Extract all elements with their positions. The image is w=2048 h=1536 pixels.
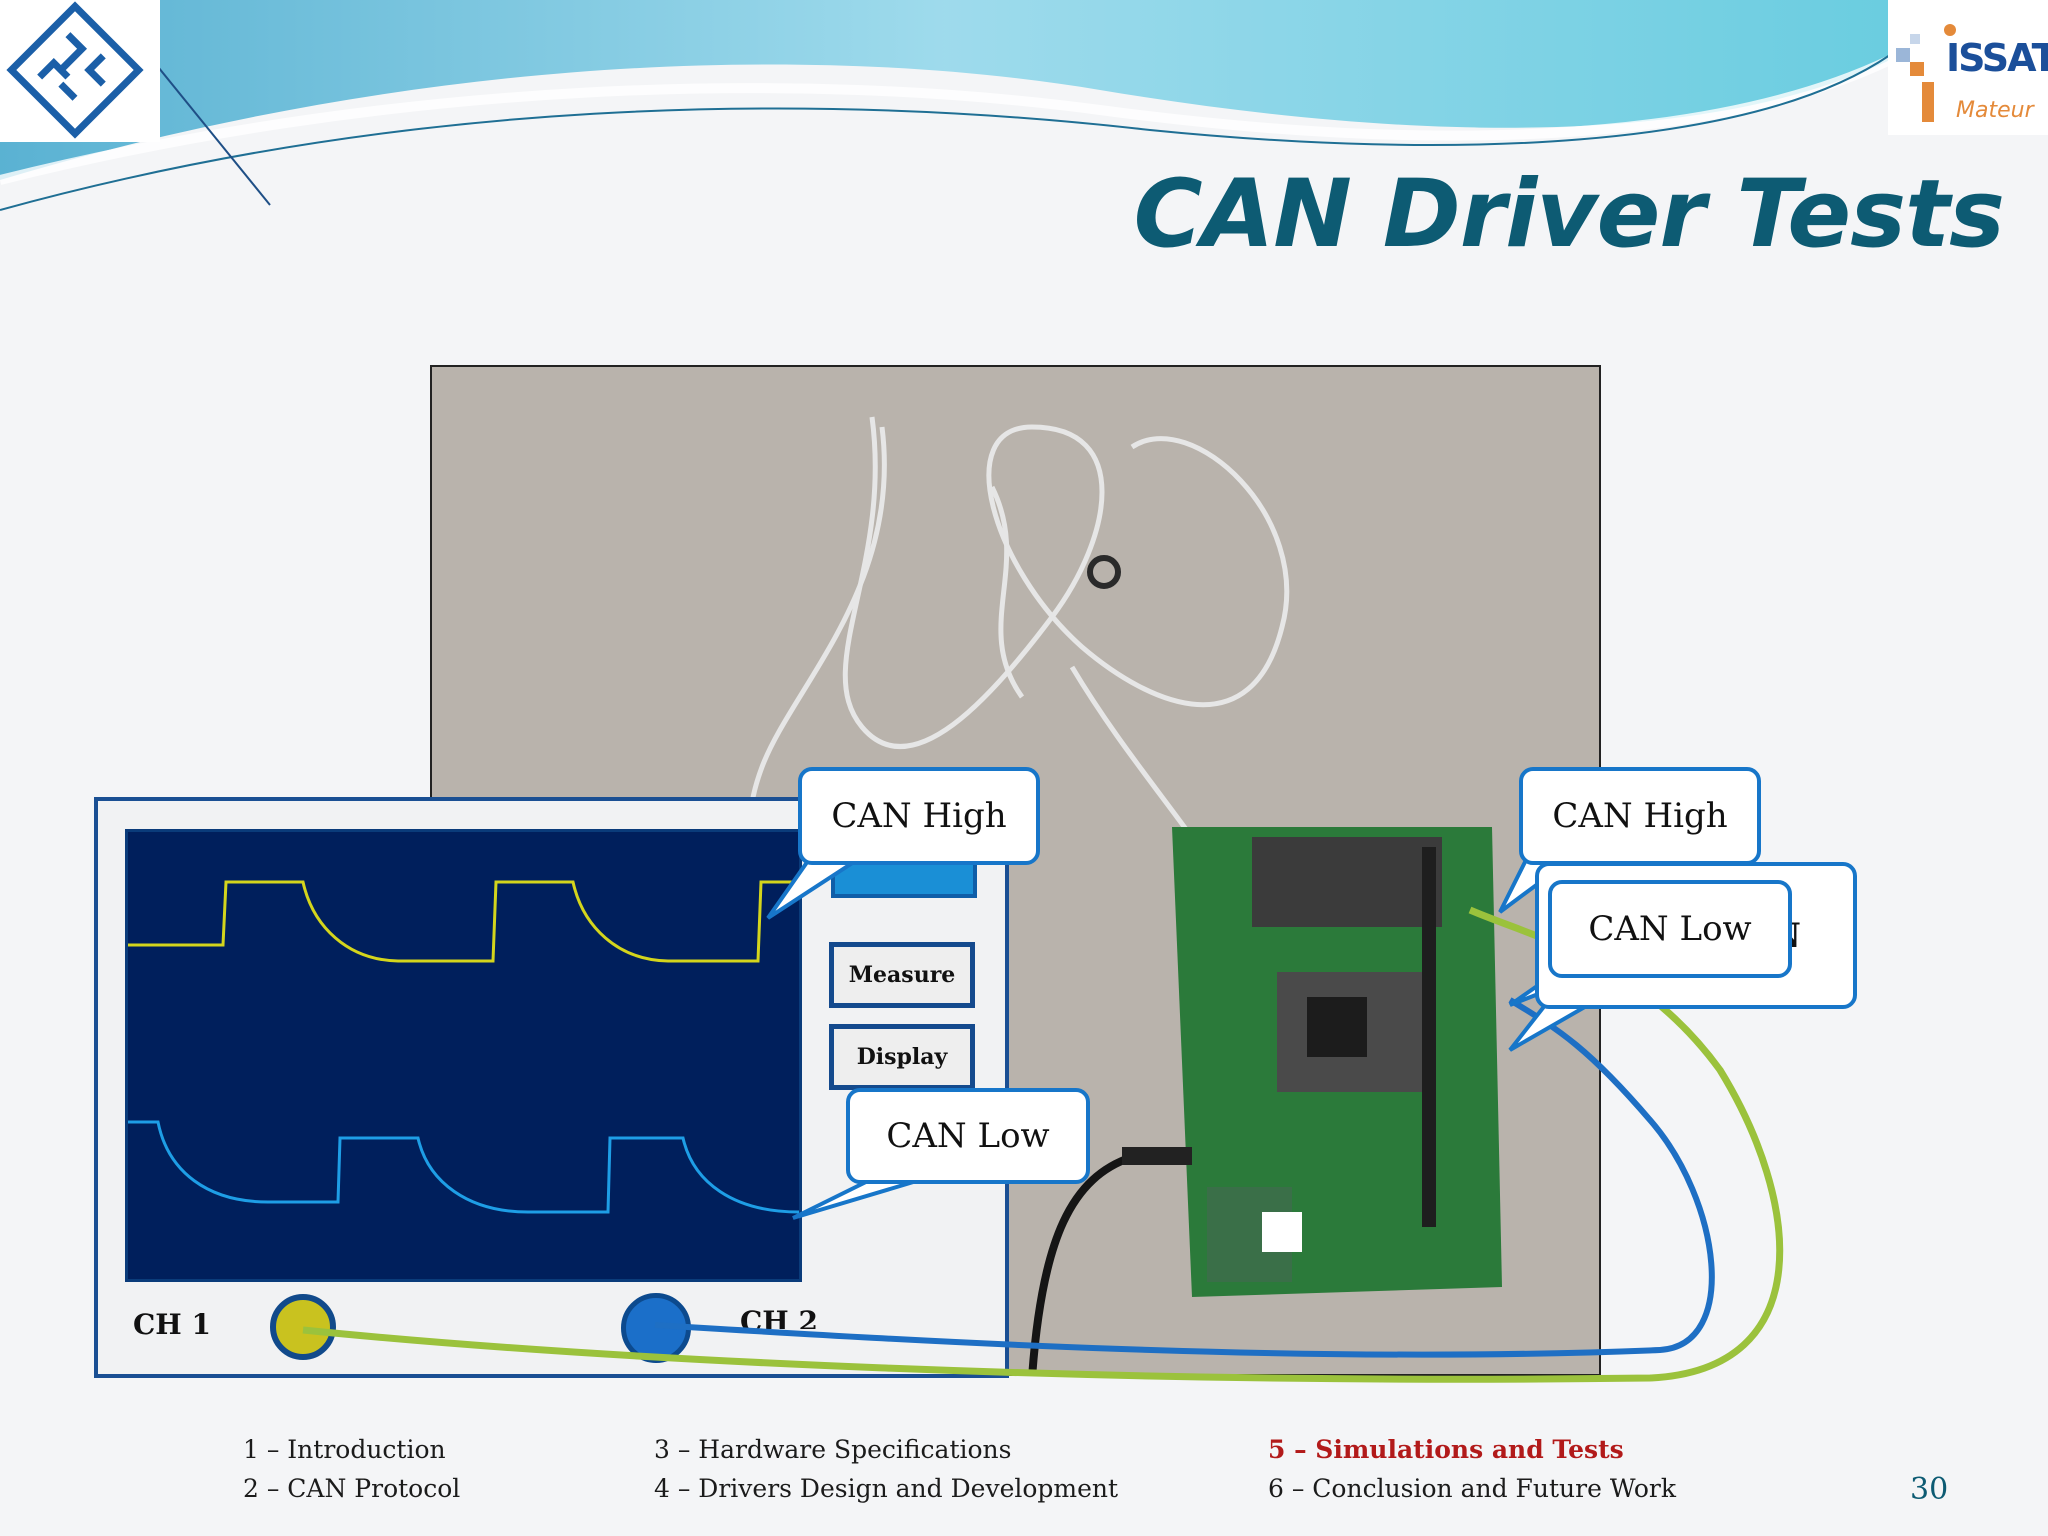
board-callout-can-high: CAN High <box>1519 767 1761 865</box>
channel-2-knob[interactable] <box>621 1293 691 1363</box>
nav-item-drivers-design[interactable]: 4 – Drivers Design and Development <box>654 1474 1119 1503</box>
channel-2-label: CH 2 <box>740 1305 818 1329</box>
circuit-logo-icon <box>6 1 144 139</box>
can-high-waveform <box>128 880 799 963</box>
channel-1-knob[interactable] <box>270 1294 336 1360</box>
scope-callout-can-low: CAN Low <box>846 1088 1090 1184</box>
issat-logo-subtext: Mateur <box>1956 98 2034 123</box>
nav-item-can-protocol[interactable]: 2 – CAN Protocol <box>243 1474 461 1503</box>
nav-item-conclusion[interactable]: 6 – Conclusion and Future Work <box>1268 1474 1676 1503</box>
nav-item-hardware-specifications[interactable]: 3 – Hardware Specifications <box>654 1435 1012 1464</box>
can-low-waveform <box>128 1120 800 1214</box>
page-number: 30 <box>1910 1472 1949 1507</box>
page-title: CAN Driver Tests <box>1133 160 2005 269</box>
issat-logo-mark-icon <box>1896 24 1956 122</box>
institution-logo-left <box>0 0 160 142</box>
scope-callout-can-high: CAN High <box>798 767 1040 865</box>
issat-logo: ISSAT Mateur <box>1888 0 2048 135</box>
issat-logo-text: ISSAT <box>1946 36 2048 80</box>
nav-item-simulations-tests[interactable]: 5 – Simulations and Tests <box>1268 1435 1624 1464</box>
measure-button[interactable]: Measure <box>829 942 975 1008</box>
channel-1-label: CH 1 <box>133 1308 211 1341</box>
nav-item-introduction[interactable]: 1 – Introduction <box>243 1435 446 1464</box>
oscilloscope-screen <box>125 829 802 1282</box>
display-button[interactable]: Display <box>829 1024 975 1090</box>
waveform-display <box>128 880 800 1214</box>
board-callout-can-low: CAN Low <box>1548 880 1792 978</box>
